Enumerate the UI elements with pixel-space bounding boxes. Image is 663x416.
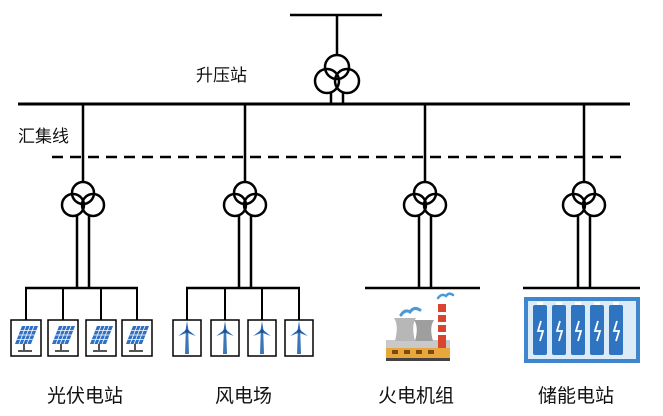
wind-turbine-icon <box>247 319 277 357</box>
solar-panel-icon <box>10 319 42 357</box>
substation-transformer-icon <box>313 53 361 95</box>
collector-line-label: 汇集线 <box>18 127 69 147</box>
wind-turbine-icon <box>210 319 240 357</box>
wind-farm-label: 风电场 <box>215 385 273 407</box>
wind-turbine-icon <box>172 319 202 357</box>
storage-station-label: 储能电站 <box>538 385 615 407</box>
battery-storage-icon <box>524 297 640 363</box>
solar-panel-icon <box>47 319 79 357</box>
thermal-unit-label: 火电机组 <box>378 385 455 407</box>
substation-label: 升压站 <box>196 66 247 86</box>
wind-turbine-icon <box>284 319 314 357</box>
transformer-pv-icon <box>60 180 106 218</box>
power-plant-icon <box>386 292 455 361</box>
solar-panel-icon <box>121 319 153 357</box>
transformer-storage-icon <box>561 180 607 218</box>
solar-panel-icon <box>85 319 117 357</box>
pv-station-label: 光伏电站 <box>47 385 124 407</box>
transformer-thermal-icon <box>402 180 448 218</box>
transformer-wind-icon <box>222 180 268 218</box>
